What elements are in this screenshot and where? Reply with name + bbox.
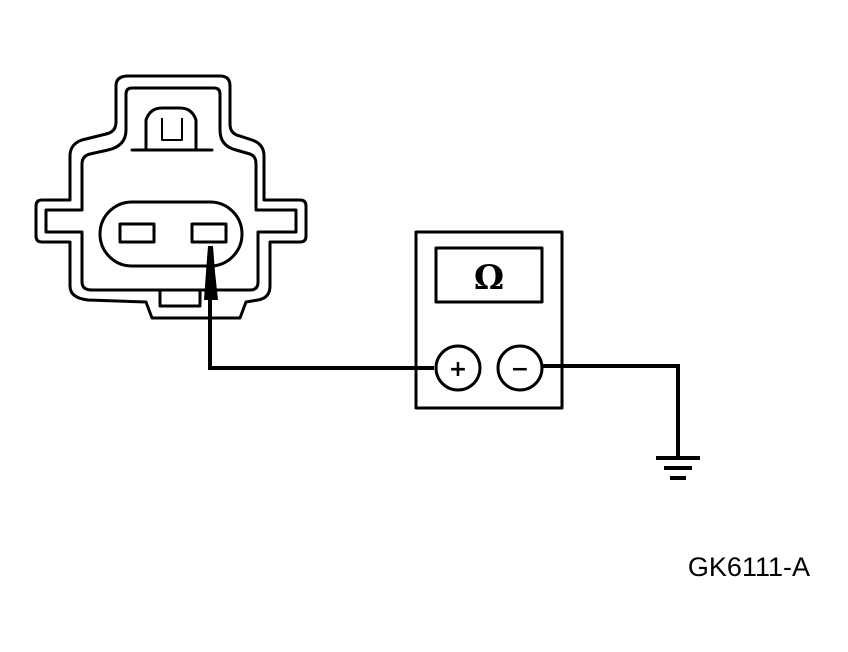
multimeter-icon: Ω + − (414, 230, 564, 410)
probe-tip (204, 246, 218, 300)
ohm-symbol: Ω (474, 258, 504, 298)
multimeter-body (414, 230, 564, 410)
positive-lead-wire (208, 300, 434, 370)
terminal-right (190, 222, 228, 244)
figure-code: GK6111-A (688, 552, 810, 582)
connector-lock-tab-inner (161, 118, 183, 141)
positive-jack-label: + (449, 357, 467, 382)
ground-icon (656, 456, 700, 480)
multimeter-display (434, 246, 544, 304)
connector-inner-shell (44, 86, 298, 292)
negative-lead-wire (542, 364, 680, 456)
connector-outer-shell (34, 74, 308, 320)
connector-icon (34, 74, 308, 320)
connector-lock-tab (144, 106, 198, 152)
terminal-left (118, 222, 156, 244)
negative-jack-label: − (511, 357, 529, 382)
terminal-cavity (98, 200, 244, 268)
connector-bottom-key (158, 288, 202, 308)
positive-jack (434, 344, 482, 392)
probe-icon (204, 246, 218, 300)
